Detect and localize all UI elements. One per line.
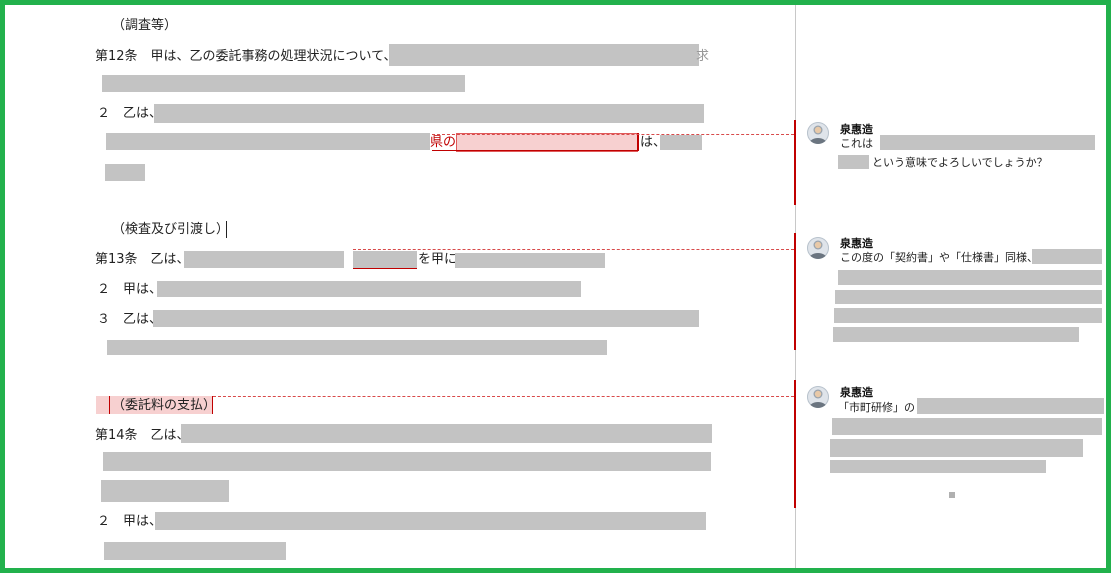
revision-marker [109, 396, 110, 414]
insertion-underline [432, 150, 638, 151]
comment-1-line-1: これは [840, 137, 873, 150]
comment-1-author: 泉惠造 [840, 123, 873, 136]
comment-anchor-line [432, 134, 794, 135]
redaction-block [835, 290, 1102, 304]
article-12-line-1: 第12条 甲は、乙の委託事務の処理状況について、 [95, 49, 397, 64]
more-indicator-icon [949, 492, 955, 498]
redaction-block [389, 44, 699, 66]
avatar [807, 386, 829, 408]
redaction-block [917, 398, 1104, 414]
comment-1-bar [794, 120, 796, 205]
comment-3-line-1: 「市町研修」の [838, 401, 915, 414]
redaction-block [104, 542, 286, 560]
redaction-block [155, 512, 706, 530]
article-12-line-1-trail: 求 [696, 49, 710, 64]
redaction-block [106, 133, 430, 150]
redaction-block [101, 480, 229, 502]
redaction-block [1032, 249, 1102, 264]
redaction-block [105, 164, 145, 181]
person-icon [809, 240, 827, 259]
article-12-para-2-prefix: ２ 乙は、 [97, 106, 163, 121]
redaction-block [184, 251, 344, 268]
redaction-block [830, 439, 1083, 457]
redaction-block [838, 270, 1102, 285]
redaction-block [157, 281, 581, 297]
article-12-heading: （調査等） [112, 18, 178, 33]
comments-pane[interactable] [796, 5, 1106, 568]
redaction-block [107, 340, 607, 355]
redaction-block [830, 460, 1046, 473]
article-13-line-1-prefix: 第13条 乙は、 [95, 252, 190, 267]
redaction-block [154, 104, 704, 123]
redaction-block [834, 308, 1102, 323]
text-cursor [226, 221, 227, 238]
comment-anchor-line [353, 249, 794, 250]
redaction-block [455, 253, 605, 268]
insertion-marker [637, 133, 639, 151]
redaction-block [660, 135, 702, 150]
article-13-heading: （検査及び引渡し） [112, 222, 230, 237]
insertion-underline [353, 268, 417, 269]
article-14-para-2-prefix: ２ 甲は、 [97, 514, 163, 529]
redaction-block [102, 75, 465, 92]
redaction-block [833, 327, 1079, 342]
article-14-heading: （委託料の支払） [112, 398, 217, 413]
comment-1-line-2: という意味でよろしいでしょうか？ [872, 156, 1048, 169]
redaction-block [103, 452, 711, 471]
redaction-block [880, 135, 1095, 150]
article-13-line-1-mid: を甲に [418, 252, 458, 267]
article-13-para-3-prefix: ３ 乙は、 [97, 312, 163, 327]
redaction-block [181, 424, 712, 443]
redaction-block [353, 251, 417, 268]
inserted-text-prefecture: 県の [430, 135, 457, 150]
redaction-block [838, 155, 869, 169]
article-13-para-2-prefix: ２ 甲は、 [97, 282, 163, 297]
comment-3-bar [794, 380, 796, 508]
article-14-line-1-prefix: 第14条 乙は、 [95, 428, 190, 443]
avatar [807, 122, 829, 144]
person-icon [809, 389, 827, 408]
comment-3-author: 泉惠造 [840, 386, 873, 399]
article-12-line-4-suffix: は、 [640, 135, 667, 150]
redaction-block [153, 310, 699, 327]
revision-marker [212, 396, 213, 414]
comment-2-line-1: この度の「契約書」や「仕様書」同様、 [840, 251, 1038, 264]
comment-2-bar [794, 233, 796, 350]
article-14-heading-highlight [96, 396, 213, 414]
avatar [807, 237, 829, 259]
comment-anchor-line [213, 396, 794, 397]
person-icon [809, 125, 827, 144]
redaction-block [832, 418, 1102, 435]
comment-2-author: 泉惠造 [840, 237, 873, 250]
